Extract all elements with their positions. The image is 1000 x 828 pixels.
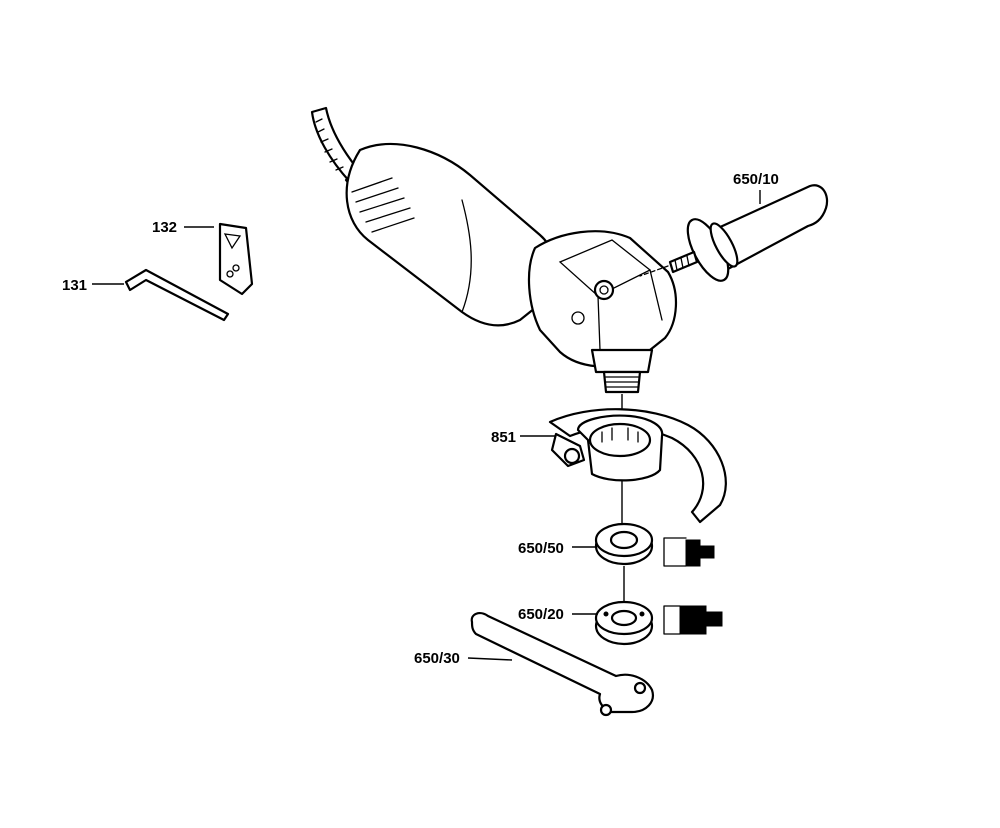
label-handle: 650/10 — [733, 171, 779, 188]
flange-profile-icon — [663, 537, 715, 567]
label-bracket: 132 — [152, 219, 177, 236]
mounting-flange — [594, 522, 654, 566]
lock-nut-profile-icon — [663, 605, 723, 635]
label-spanner: 650/30 — [414, 650, 460, 667]
hex-key — [124, 268, 230, 322]
label-hex-key: 131 — [62, 277, 87, 294]
label-lock-nut: 650/20 — [518, 606, 564, 623]
label-guard: 851 — [491, 429, 516, 446]
wheel-guard — [548, 408, 727, 524]
angle-grinder-body — [310, 106, 678, 394]
pin-spanner — [470, 612, 654, 717]
side-handle — [668, 184, 829, 282]
leader-line-spanner — [467, 657, 513, 661]
lock-nut — [594, 600, 654, 646]
mounting-bracket — [218, 222, 254, 296]
label-flange: 650/50 — [518, 540, 564, 557]
